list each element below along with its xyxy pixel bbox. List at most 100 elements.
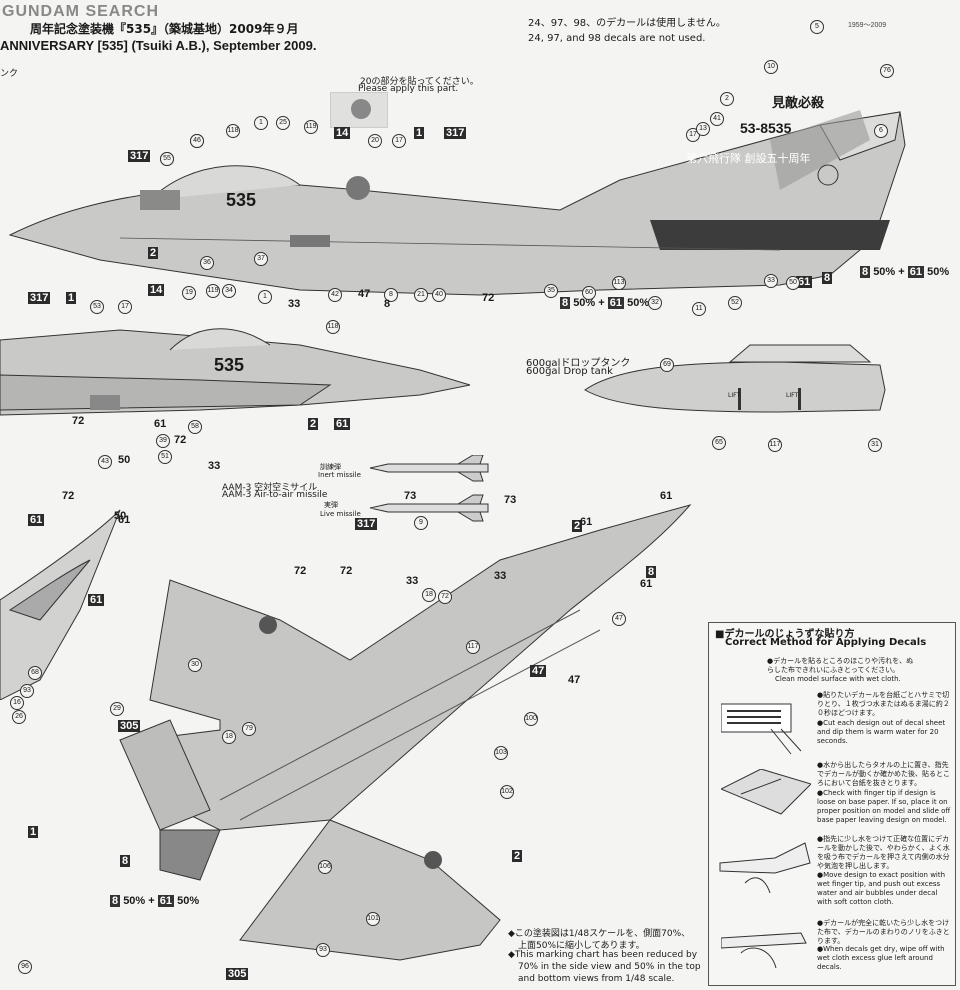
callout-marker: 79 [242, 722, 256, 736]
callout-marker: 18 [422, 588, 436, 602]
drop-tank-drawing [584, 344, 886, 413]
callout-marker: 117 [768, 438, 782, 452]
missile-drawings [369, 455, 489, 522]
callout-marker: 61 [28, 514, 45, 526]
scale-note-en-1: ◆This marking chart has been reduced by [508, 950, 698, 960]
callout-marker: 72 [62, 490, 75, 502]
unused-decals-note-jp: 24、97、98、のデカールは使用しません。 [528, 18, 726, 29]
fuselage-anniversary-text: 第六飛行隊 創設五十周年 [686, 152, 811, 165]
callout-marker: 60 [582, 286, 596, 300]
towel-illustration [721, 769, 811, 815]
bottom-view-drawing [119, 504, 692, 961]
callout-marker: 26 [12, 710, 26, 724]
margin-text: ンク [0, 69, 19, 79]
callout-marker: 119 [304, 120, 318, 134]
step-4-jp: ●指先に少し水をつけて正確な位置にデカールを動かした後で、やわらかく、よく水を吸… [817, 835, 950, 870]
callout-marker: 93 [316, 943, 330, 957]
callout-marker: 118 [326, 320, 340, 334]
callout-marker: 119 [206, 284, 220, 298]
callout-marker: 58 [188, 420, 202, 434]
step-2-en: ●Cut each design out of decal sheet and … [817, 719, 946, 745]
callout-marker: 2 [512, 850, 523, 862]
callout-marker: 8 [646, 566, 657, 578]
callout-marker: 41 [710, 112, 724, 126]
callout-marker: 61 [580, 516, 593, 528]
decal-20-swatch [330, 92, 388, 128]
callout-marker: 8 [822, 272, 833, 284]
callout-marker: 317 [28, 292, 51, 304]
callout-marker: 52 [728, 296, 742, 310]
nose-number-side1: 535 [226, 190, 257, 210]
callout-marker: 317 [355, 518, 378, 530]
callout-marker: 72 [174, 434, 187, 446]
callout-marker: 20 [368, 134, 382, 148]
callout-marker: 1 [254, 116, 268, 130]
unused-decals-note-en: 24, 97, and 98 decals are not used. [528, 33, 706, 44]
percent-label-right: 8 50% + 61 50% [860, 266, 950, 278]
callout-marker: 14 [148, 284, 165, 296]
callout-marker: 42 [328, 288, 342, 302]
callout-marker: 47 [358, 288, 371, 300]
callout-marker: 61 [154, 418, 167, 430]
callout-marker: 29 [110, 702, 124, 716]
callout-marker: 40 [432, 288, 446, 302]
nose-number-side2: 535 [214, 355, 245, 375]
callout-marker: 8 [384, 298, 391, 310]
callout-marker: 8 [384, 288, 398, 302]
missile-title-jp: AAM-3 空対空ミサイル [222, 483, 318, 493]
percent-label-bottom: 8 50% + 61 50% [110, 895, 200, 907]
paste-note-jp: 20の部分を貼ってください。 [360, 77, 479, 87]
callout-marker: 76 [880, 64, 894, 78]
missile-title-en: AAM-3 Air-to-air missile [222, 490, 328, 500]
watermark: GUNDAM SEARCH [2, 3, 159, 20]
callout-marker: 61 [334, 418, 351, 430]
scale-note-jp-1: ◆この塗装図は1/48スケールを、側面70%、 [508, 929, 691, 939]
live-missile-en: Live missile [320, 510, 361, 518]
page-title-en: ANNIVERSARY [535] (Tsuiki A.B.), Septemb… [0, 38, 317, 53]
callout-marker: 2 [720, 92, 734, 106]
aircraft-decal-illustration [719, 842, 811, 894]
callout-marker: 33 [494, 570, 507, 582]
step-1-en: Clean model surface with wet cloth. [775, 675, 901, 683]
callout-marker: 61 [640, 578, 653, 590]
inert-missile-en: Inert missile [318, 471, 361, 479]
callout-marker: 50 [114, 510, 127, 522]
step-1-jp: ●デカールを貼るところのほこりや汚れを、ぬらした布できれいにふきとってください。 [767, 657, 914, 674]
tank-stencil-2: LIFT [786, 392, 799, 399]
callout-marker: 32 [648, 296, 662, 310]
decal-sheet-illustration [721, 703, 802, 755]
callout-marker: 33 [764, 274, 778, 288]
scale-note-jp-2: 上面50%に縮小してあります。 [518, 941, 645, 951]
callout-marker: 93 [20, 684, 34, 698]
callout-marker: 34 [222, 284, 236, 298]
wipe-illustration [721, 932, 807, 969]
callout-marker: 2 [308, 418, 319, 430]
callout-marker: 118 [226, 124, 240, 138]
scale-note-en-3: and bottom views from 1/48 scale. [518, 974, 675, 984]
callout-marker: 33 [406, 575, 419, 587]
callout-marker: 106 [318, 860, 332, 874]
callout-marker: 96 [18, 960, 32, 974]
instructions-title-en: Correct Method for Applying Decals [725, 637, 927, 648]
step-4-en: ●Move design to exact position with wet … [817, 871, 946, 906]
drop-tank-label-en: 600gal Drop tank [526, 366, 613, 377]
callout-marker: 68 [28, 666, 42, 680]
callout-marker: 53 [90, 300, 104, 314]
callout-marker: 117 [466, 640, 480, 654]
callout-marker: 2 [572, 520, 583, 532]
callout-marker: 46 [190, 134, 204, 148]
callout-marker: 1 [414, 127, 425, 139]
callout-marker: 51 [158, 450, 172, 464]
callout-marker: 37 [254, 252, 268, 266]
callout-marker: 17 [392, 134, 406, 148]
step-3-jp: ●水から出したらタオルの上に置き、指先でデカールが動くか確かめた後、貼るところに… [817, 761, 950, 787]
callout-marker: 5 [810, 20, 824, 34]
callout-marker: 317 [444, 127, 467, 139]
callout-marker: 47 [530, 665, 547, 677]
drop-tank-label-jp: 600galドロップタンク [526, 358, 631, 369]
callout-marker: 25 [276, 116, 290, 130]
callout-marker: 8 [120, 855, 131, 867]
serial-number: 53-8535 [740, 120, 792, 136]
callout-marker: 73 [404, 490, 417, 502]
callout-marker: 1 [28, 826, 39, 838]
